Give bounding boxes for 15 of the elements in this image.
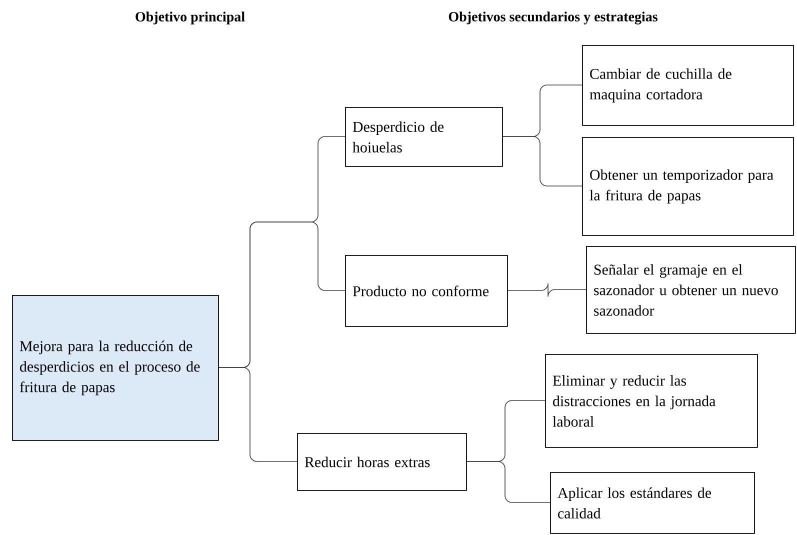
strategy-box: Obtener un temporizador para la fritura de papas <box>582 137 794 236</box>
column-heading: Objetivos secundarios y estrategias <box>448 12 658 24</box>
strategy-box: Reducir horas extras <box>297 433 467 491</box>
strategy-box: Producto no conforme <box>345 255 508 327</box>
brace-connector <box>508 283 586 297</box>
strategy-box: Cambiar de cuchilla de maquina cortadora <box>582 45 794 126</box>
brace-connector <box>218 367 298 462</box>
column-heading: Objetivo principal <box>136 12 245 24</box>
strategy-box: Aplicar los estándares de calidad <box>550 472 755 534</box>
strategy-box: Señalar el gramaje en el sazonador u obtener un nuevo sazonador <box>586 246 796 334</box>
strategy-box: Eliminar y reducir las distracciones en la jornada laboral <box>545 354 758 448</box>
brace-connector <box>466 461 550 503</box>
goal-box: Mejora para la reducción de desperdicios en el proceso de fritura de papas <box>12 295 219 441</box>
strategy-box: Desperdicio de hoiuelas <box>345 107 503 167</box>
brace-connector <box>502 136 582 186</box>
